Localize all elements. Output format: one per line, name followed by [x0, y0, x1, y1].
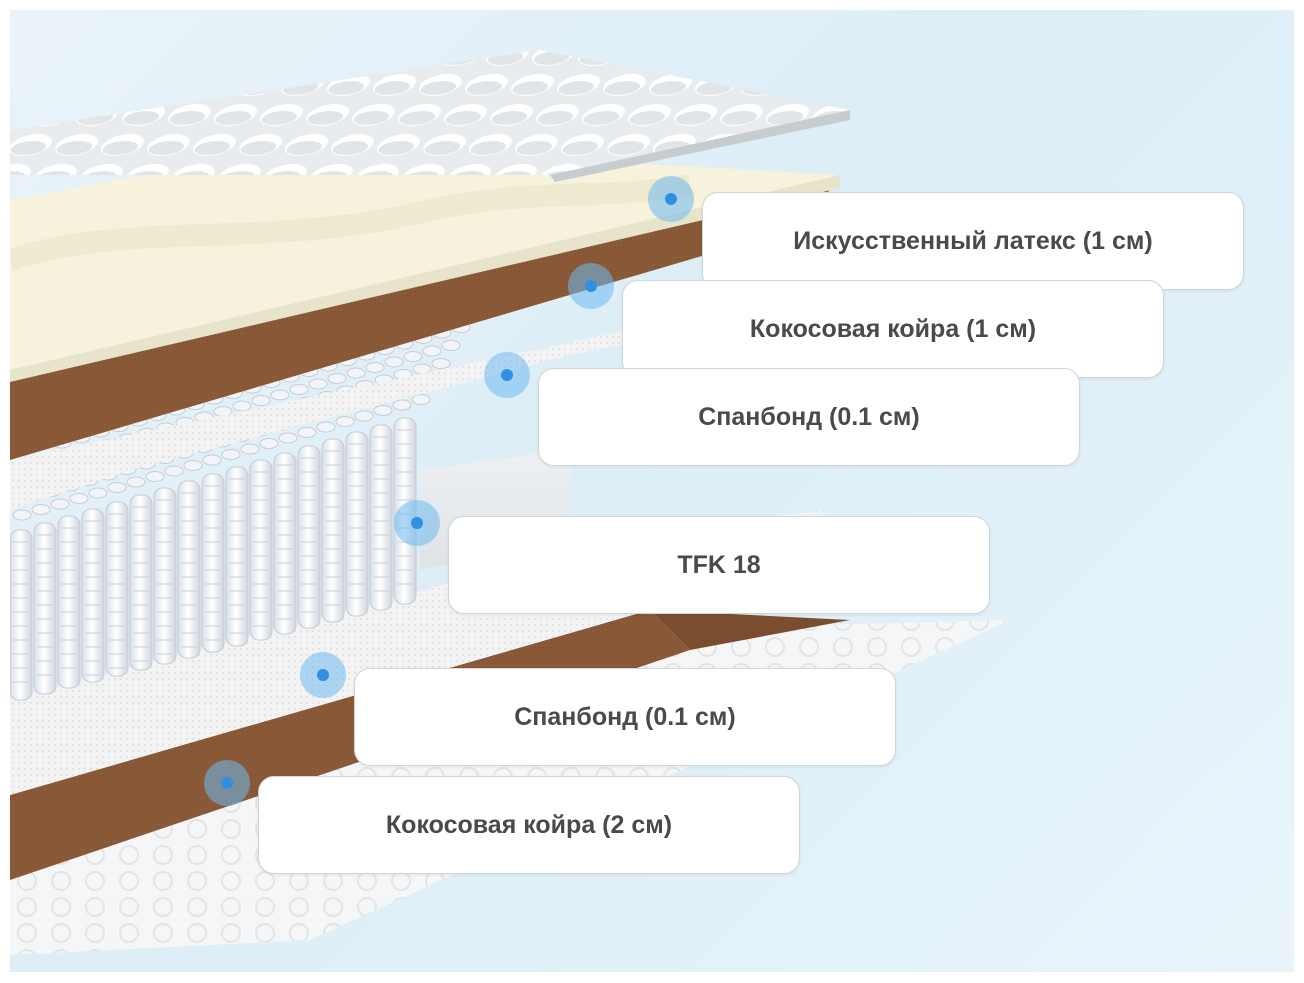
- label-spunbond-bottom-text: Спанбонд (0.1 см): [514, 702, 736, 731]
- top-coconut-layer: [10, 190, 830, 460]
- spring-top: [31, 504, 51, 515]
- spring-pocket: [177, 480, 201, 659]
- mattress-diagram: Искусственный латекс (1 см) Кокосовая ко…: [10, 10, 1294, 972]
- marker-coconut-top[interactable]: [568, 263, 614, 309]
- spring-pocket: [57, 515, 81, 689]
- marker-spring-block[interactable]: [394, 500, 440, 546]
- mattress-illustration: [10, 50, 1010, 955]
- spring-top: [251, 395, 271, 406]
- spring-top: [422, 345, 442, 357]
- spring-top: [12, 509, 32, 521]
- label-coconut-bottom-text: Кокосовая койра (2 см): [385, 810, 673, 839]
- spring-pocket: [321, 438, 345, 623]
- spring-top: [202, 454, 222, 466]
- marker-spunbond-top[interactable]: [484, 352, 530, 398]
- spring-top: [88, 487, 108, 499]
- label-spunbond-top-text: Спанбонд (0.1 см): [698, 402, 920, 431]
- spring-top: [316, 421, 336, 433]
- marker-dot: [317, 669, 329, 681]
- spring-top: [69, 493, 89, 504]
- label-spring-block: TFK 18: [448, 516, 990, 614]
- spring-top: [232, 400, 252, 412]
- quilted-cover: [10, 50, 850, 182]
- spring-top: [365, 362, 385, 373]
- spring-top: [183, 460, 203, 471]
- marker-dot: [501, 369, 513, 381]
- marker-dot: [411, 517, 423, 529]
- spring-top: [308, 378, 328, 390]
- spring-top: [392, 399, 412, 411]
- spring-pocket: [201, 473, 225, 653]
- spring-top: [411, 394, 431, 405]
- label-coconut-top-text: Кокосовая койра (1 см): [749, 314, 1037, 343]
- spring-top: [384, 356, 404, 368]
- spring-top: [107, 482, 127, 493]
- spring-pocket: [105, 501, 129, 677]
- spring-top: [289, 384, 309, 395]
- spring-pocket: [33, 522, 57, 695]
- label-latex-text: Искусственный латекс (1 см): [793, 226, 1153, 255]
- spring-top: [441, 340, 461, 351]
- label-coconut-top: Кокосовая койра (1 см): [622, 280, 1164, 378]
- spring-top: [373, 405, 393, 416]
- spring-pocket: [153, 487, 177, 665]
- spring-top: [346, 367, 366, 379]
- spring-top: [297, 427, 317, 438]
- marker-coconut-bottom[interactable]: [204, 760, 250, 806]
- spring-pocket: [369, 424, 393, 611]
- spring-pocket: [129, 494, 153, 671]
- spring-top: [431, 358, 451, 369]
- marker-dot: [585, 280, 597, 292]
- spring-pocket: [249, 459, 273, 641]
- label-spunbond-top: Спанбонд (0.1 см): [538, 368, 1080, 466]
- spring-top: [270, 389, 290, 401]
- spring-top: [278, 432, 298, 444]
- spring-top: [145, 471, 165, 482]
- spring-pocket: [345, 431, 369, 617]
- label-spring-block-text: TFK 18: [677, 550, 761, 579]
- spring-top: [327, 373, 347, 384]
- marker-latex[interactable]: [648, 176, 694, 222]
- label-spunbond-bottom: Спанбонд (0.1 см): [354, 668, 896, 766]
- spring-top: [240, 443, 260, 455]
- spring-pocket: [10, 529, 33, 701]
- spring-top: [221, 449, 241, 460]
- spring-pocket: [225, 466, 249, 647]
- spring-top: [50, 498, 70, 510]
- label-coconut-bottom: Кокосовая койра (2 см): [258, 776, 800, 874]
- spring-top: [126, 476, 146, 488]
- spring-top: [335, 416, 355, 427]
- marker-dot: [221, 777, 233, 789]
- spring-top: [259, 438, 279, 449]
- spring-pocket: [81, 508, 105, 683]
- spring-top: [164, 465, 184, 477]
- spring-pocket: [273, 452, 297, 635]
- spring-top: [403, 351, 423, 362]
- spring-pocket: [297, 445, 321, 629]
- marker-spunbond-bottom[interactable]: [300, 652, 346, 698]
- latex-layer: [10, 145, 840, 382]
- spring-top: [354, 410, 374, 422]
- marker-dot: [665, 193, 677, 205]
- label-latex: Искусственный латекс (1 см): [702, 192, 1244, 290]
